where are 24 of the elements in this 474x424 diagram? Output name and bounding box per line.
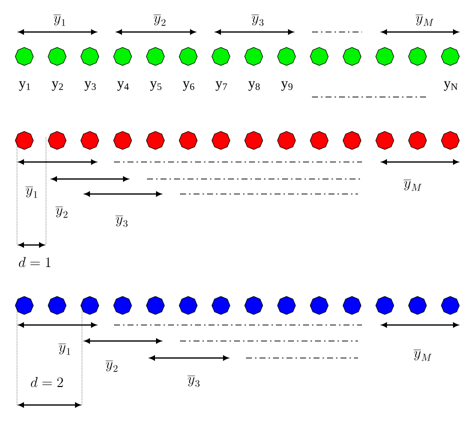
formula-label: $d=1$ [18, 257, 50, 268]
index-label: y$_{3}$ [84, 81, 96, 91]
formula-label: $\overline{y}_{M}$ [404, 180, 422, 191]
index-label: y$_{6}$ [182, 81, 194, 91]
index-label: y$_{2}$ [52, 81, 63, 91]
formula-label: $\overline{y}_{1}$ [54, 14, 66, 26]
index-label: y$_{7}$ [216, 81, 228, 91]
index-label: y$_{8}$ [248, 81, 260, 91]
index-label: y$_{N}$ [444, 81, 458, 91]
formula-label: $d=2$ [30, 377, 63, 388]
formula-label: $\overline{y}_{M}$ [414, 350, 432, 361]
formula-label: $\overline{y}_{M}$ [416, 14, 434, 26]
formula-label: $\overline{y}_{2}$ [106, 360, 118, 372]
index-label: y$_{4}$ [117, 81, 129, 91]
formula-label: $\overline{y}_{3}$ [116, 216, 128, 227]
formula-label: $\overline{y}_{1}$ [58, 344, 70, 355]
formula-label: $\overline{y}_{1}$ [26, 186, 38, 198]
formula-label: $\overline{y}_{2}$ [154, 14, 166, 26]
index-label: y$_{5}$ [150, 81, 162, 91]
formula-label: $\overline{y}_{3}$ [188, 376, 200, 387]
formula-label: $\overline{y}_{2}$ [56, 206, 68, 218]
index-label: y$_{9}$ [281, 81, 292, 91]
index-label: y$_{1}$ [18, 81, 30, 91]
formula-label: $\overline{y}_{3}$ [252, 14, 264, 26]
